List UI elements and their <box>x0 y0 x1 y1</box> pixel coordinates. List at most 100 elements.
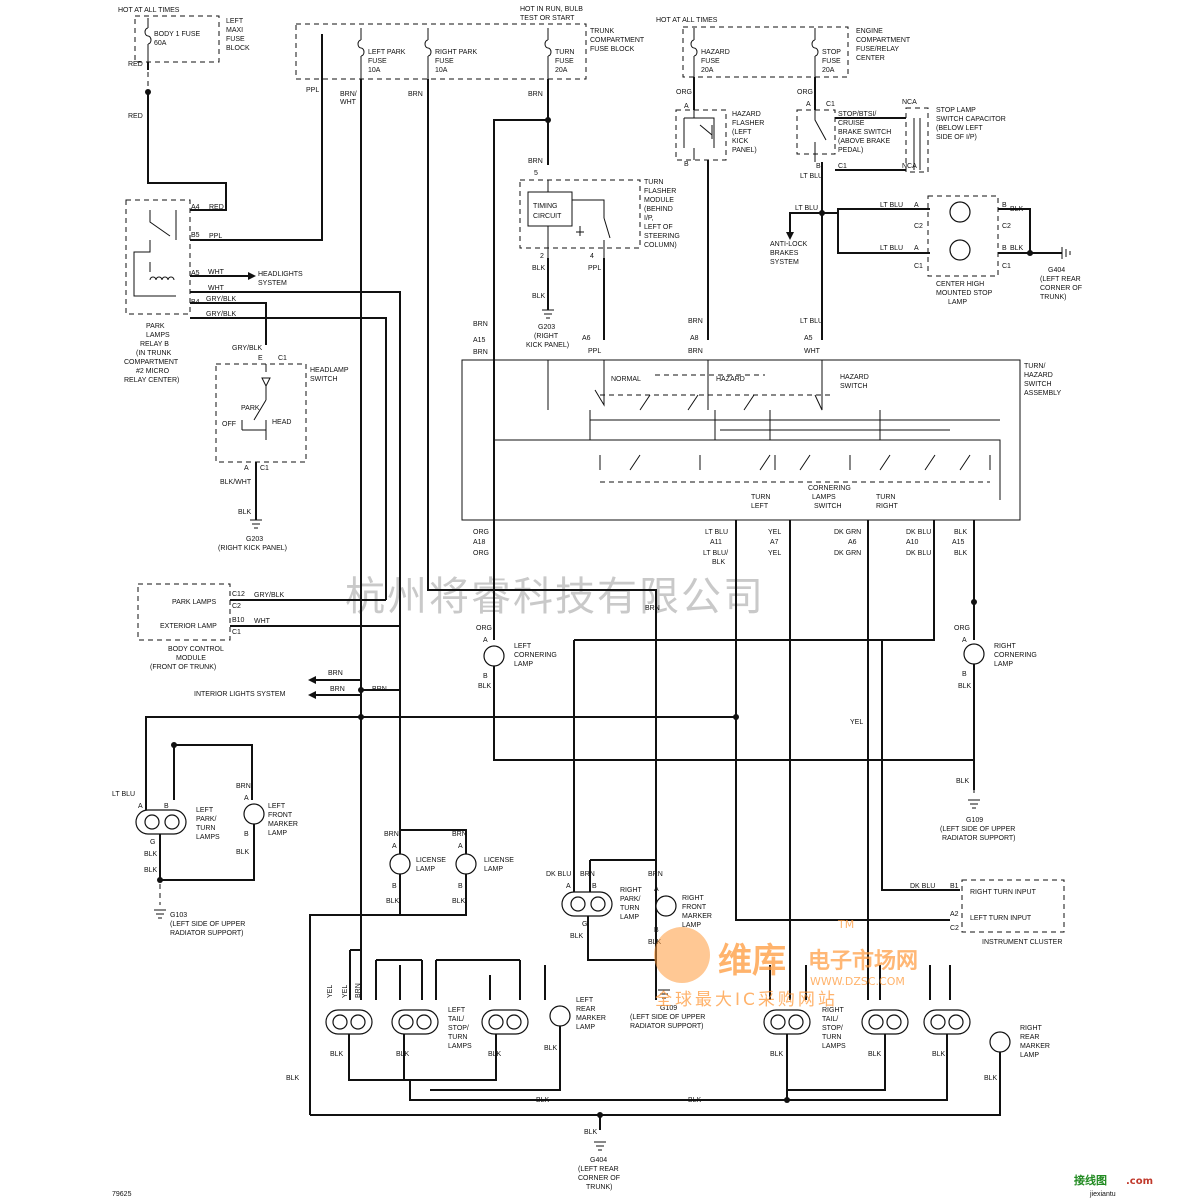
hazard-fuse-icon <box>690 28 698 77</box>
wire-gryblk-2 <box>190 317 387 600</box>
wire-label-blk-rpt: BLK <box>570 933 584 940</box>
trunk-block-label-2: COMPARTMENT <box>590 37 645 44</box>
right-park-fuse-rating: 10A <box>435 67 448 74</box>
splice-dot <box>157 877 163 883</box>
right-tail-label-5: LAMPS <box>822 1043 846 1050</box>
pin-b-lfm: B <box>244 831 249 838</box>
splice-dot <box>1027 250 1033 256</box>
cluster-left-label: LEFT TURN INPUT <box>970 915 1032 922</box>
hazard-fuse-rating: 20A <box>701 67 714 74</box>
license-label-3: LICENSE <box>484 857 514 864</box>
turn-hazard-label-4: ASSEMBLY <box>1024 390 1062 397</box>
capacitor-label-3: (BELOW LEFT <box>936 125 983 132</box>
stop-fuse-rating: 20A <box>822 67 835 74</box>
capacitor-icon <box>913 118 921 170</box>
hot-label-2: HOT AT ALL TIMES <box>656 17 718 24</box>
bcm-ext-label: EXTERIOR LAMP <box>160 623 217 630</box>
license-bulb-icon <box>389 853 411 875</box>
bulb-icon <box>949 239 971 261</box>
turn-fuse-label-2: FUSE <box>555 58 574 65</box>
trunk-fuse-block: HOT IN RUN, BULB TEST OR START LEFT PARK… <box>295 6 645 80</box>
wire-label-brn-5: BRN <box>528 158 543 165</box>
g404b-label-1: G404 <box>590 1157 607 1164</box>
engine-fuse-block: HOT AT ALL TIMES HAZARD FUSE 20A STOP FU… <box>656 17 911 78</box>
right-cornering-label-2: CORNERING <box>994 652 1037 659</box>
wire-label-dkgrn: DK GRN <box>834 529 861 536</box>
turn-flasher-label-1: TURN <box>644 179 663 186</box>
wire-label-blk-ltg: BLK <box>286 1075 300 1082</box>
pin-a6: A6 <box>848 539 857 546</box>
wire-label-yel-a7: YEL <box>768 529 781 536</box>
wire-label-ppl: PPL <box>306 87 319 94</box>
bulb-icon <box>788 1014 804 1030</box>
relay-label-4: (IN TRUNK <box>136 350 172 357</box>
wire-ltblu-chmsl-1 <box>822 208 930 214</box>
lrm-label-3: MARKER <box>576 1015 606 1022</box>
pin-a-lfm: A <box>244 795 249 802</box>
wire-label-brn-a17: BRN <box>473 321 488 328</box>
wire-label-blk-lt3: BLK <box>488 1051 502 1058</box>
wire-label-wht-2: WHT <box>208 285 225 292</box>
wire-label-blk-g103: BLK <box>144 867 158 874</box>
pin-a-rfm: A <box>654 886 659 893</box>
timing-label-2: CIRCUIT <box>533 213 562 220</box>
pin-b-chmsl-2: B <box>1002 245 1007 252</box>
pin-a-chmsl: A <box>914 202 919 209</box>
stop-switch-label-1: STOP/BTSI/ <box>838 111 876 118</box>
pin-a-rpt: A <box>566 883 571 890</box>
pin-nca-1: NCA <box>902 99 917 106</box>
engine-block-label-2: COMPARTMENT <box>856 37 911 44</box>
pos-head: HEAD <box>272 419 291 426</box>
pin-b5: B5 <box>191 232 200 239</box>
corner-watermark-text: 接线图 <box>1074 1173 1107 1187</box>
watermark-tm: TM <box>837 918 854 931</box>
rfm-label-4: LAMP <box>682 922 701 929</box>
splice-dot <box>597 1112 603 1118</box>
wire-wht-bcm <box>190 291 401 690</box>
pin-a2: A2 <box>950 911 959 918</box>
switch-assembly-box <box>461 359 1021 521</box>
hazard-fuse-label: HAZARD <box>701 49 730 56</box>
turn-right-label-1: TURN <box>876 494 895 501</box>
hazard-flasher-box <box>675 109 727 161</box>
pin-b-rfm: B <box>654 927 659 934</box>
engine-block-label-1: ENGINE <box>856 28 883 35</box>
left-park-turn-label-2: PARK/ <box>196 816 217 823</box>
pin-c1-stop-b: C1 <box>838 163 847 170</box>
body1-fuse-icon <box>144 18 152 62</box>
arrow-down-icon <box>786 232 794 240</box>
diagram-code: 79625 <box>112 1191 132 1198</box>
hazard-flasher: A B HAZARD FLASHER (LEFT KICK PANEL) <box>675 103 764 168</box>
left-cornering-bulb-icon <box>483 645 505 667</box>
pin-a-lpt: A <box>138 803 143 810</box>
corner-watermark: 接线图 .com jiexiantu <box>1074 1173 1153 1198</box>
abs-label-3: SYSTEM <box>770 259 799 266</box>
g404-label-2: (LEFT REAR <box>1040 276 1081 283</box>
wire-label-ltblu-1: LT BLU <box>800 173 823 180</box>
chmsl-label-1: CENTER HIGH <box>936 281 984 288</box>
wire-blk-cornering-ground <box>493 666 975 790</box>
pin-a6-ppl: A6 <box>582 335 591 342</box>
wire-label-blk-rt3: BLK <box>932 1051 946 1058</box>
cluster-right-label: RIGHT TURN INPUT <box>970 889 1037 896</box>
pin-a10: A10 <box>906 539 919 546</box>
pin-a4: A4 <box>191 204 200 211</box>
pin-c1-hs-b: C1 <box>260 465 269 472</box>
g404-label-3: CORNER OF <box>1040 285 1082 292</box>
lrm-label-2: REAR <box>576 1006 595 1013</box>
bulb-icon <box>590 896 606 912</box>
wire-label-org-haz: ORG <box>676 89 692 96</box>
left-park-turn-label-1: LEFT <box>196 807 214 814</box>
watermark-slogan: 全球最大IC采购网站 <box>655 990 838 1010</box>
wire-blk-chmsl <box>998 208 1062 254</box>
hazard-switch-label-2: SWITCH <box>840 383 868 390</box>
g109b-label-3: RADIATOR SUPPORT) <box>630 1023 704 1030</box>
switch-ganging <box>600 374 990 483</box>
wire-gryblk <box>190 302 267 345</box>
rpt-label-4: LAMP <box>620 914 639 921</box>
capacitor-box <box>905 107 929 173</box>
fuse-symbols <box>144 18 819 79</box>
rrm-label-2: REAR <box>1020 1034 1039 1041</box>
wire-brn-license <box>361 689 401 810</box>
wire-label-brn-a8b: BRN <box>688 348 703 355</box>
